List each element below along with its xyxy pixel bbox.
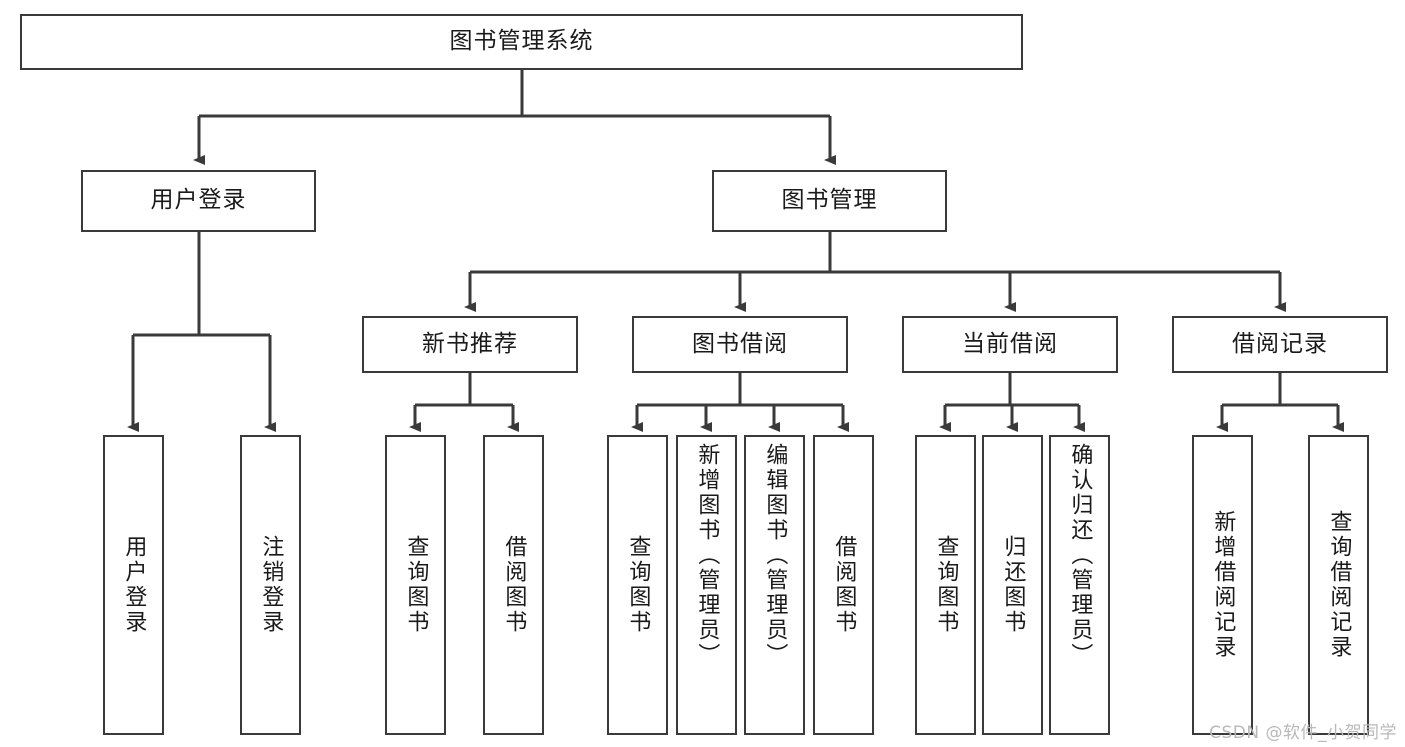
leaf-return-book[interactable]: 归还图书: [982, 435, 1043, 735]
node-borrow-record-label: 借阅记录: [1232, 330, 1328, 357]
node-current-borrow[interactable]: 当前借阅: [902, 316, 1118, 373]
node-new-book-rec-label: 新书推荐: [422, 330, 518, 357]
leaf-logout[interactable]: 注销登录: [240, 435, 301, 735]
leaf-query-book-1[interactable]: 查询图书: [385, 435, 446, 735]
leaf-query-book-3-label: 查询图书: [933, 535, 959, 635]
node-current-borrow-label: 当前借阅: [962, 330, 1058, 357]
node-user-login[interactable]: 用户登录: [81, 170, 316, 232]
leaf-edit-book-label: 编辑图书（管理员）: [762, 443, 788, 668]
leaf-add-book-label: 新增图书（管理员）: [694, 443, 720, 668]
leaf-query-book-2[interactable]: 查询图书: [607, 435, 668, 735]
watermark: CSDN @软件_小贺同学: [1209, 723, 1397, 743]
leaf-add-book[interactable]: 新增图书（管理员）: [676, 435, 737, 735]
leaf-logout-label: 注销登录: [258, 535, 284, 635]
leaf-query-book-1-label: 查询图书: [403, 535, 429, 635]
leaf-confirm-return-label: 确认归还（管理员）: [1067, 443, 1093, 668]
leaf-query-record-label: 查询借阅记录: [1326, 510, 1352, 660]
leaf-borrow-book-1-label: 借阅图书: [501, 535, 527, 635]
leaf-add-record[interactable]: 新增借阅记录: [1192, 435, 1253, 735]
node-borrow-record[interactable]: 借阅记录: [1172, 316, 1388, 373]
node-book-manage[interactable]: 图书管理: [712, 170, 947, 232]
leaf-user-login-label: 用户登录: [121, 535, 147, 635]
node-new-book-rec[interactable]: 新书推荐: [362, 316, 578, 373]
node-book-borrow-label: 图书借阅: [692, 330, 788, 357]
leaf-borrow-book-2-label: 借阅图书: [831, 535, 857, 635]
node-book-manage-label: 图书管理: [781, 187, 878, 214]
leaf-add-record-label: 新增借阅记录: [1210, 510, 1236, 660]
leaf-confirm-return[interactable]: 确认归还（管理员）: [1049, 435, 1110, 735]
leaf-user-login[interactable]: 用户登录: [103, 435, 164, 735]
leaf-query-record[interactable]: 查询借阅记录: [1308, 435, 1369, 735]
leaf-edit-book[interactable]: 编辑图书（管理员）: [744, 435, 805, 735]
node-root-label: 图书管理系统: [449, 28, 594, 55]
leaf-borrow-book-2[interactable]: 借阅图书: [813, 435, 874, 735]
leaf-query-book-3[interactable]: 查询图书: [915, 435, 976, 735]
leaf-query-book-2-label: 查询图书: [625, 535, 651, 635]
leaf-borrow-book-1[interactable]: 借阅图书: [483, 435, 544, 735]
node-root[interactable]: 图书管理系统: [20, 14, 1023, 70]
leaf-return-book-label: 归还图书: [1000, 535, 1026, 635]
node-user-login-label: 用户登录: [150, 187, 247, 214]
node-book-borrow[interactable]: 图书借阅: [632, 316, 848, 373]
